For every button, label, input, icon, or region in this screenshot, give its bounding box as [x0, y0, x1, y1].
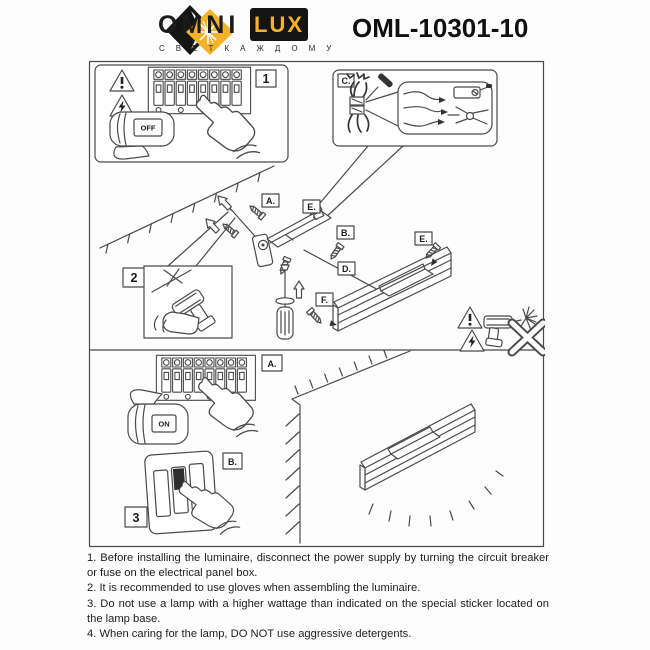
partA-label: A.: [266, 196, 275, 206]
step3-number-box: [124, 506, 148, 528]
brand-lux-badge: LUX: [250, 8, 308, 41]
step1-power-off-panel: OFF 1: [94, 64, 289, 163]
partE-label: E.: [419, 234, 428, 244]
instructions-list: 1. Before installing the luminaire, disc…: [87, 551, 549, 642]
installed-lamp-scene: [285, 349, 504, 544]
step2-number: 2: [131, 271, 138, 285]
partF-label: F.: [321, 295, 328, 305]
insert-arrow-icon: [293, 280, 305, 299]
screw-icon: [306, 306, 325, 327]
step1-number-box: [255, 69, 277, 88]
partD-label: D.: [342, 264, 351, 274]
stepB-label-box: [222, 452, 243, 470]
partB-label: B.: [341, 228, 350, 238]
mounting-assembly: A. E. B. D.: [201, 191, 452, 340]
on-switch-label: ON: [158, 420, 169, 429]
brand-omni-text: OMNI: [158, 11, 240, 39]
partF-label-box: [315, 292, 334, 307]
drill-hand-icon: [162, 311, 200, 335]
step1-number: 1: [263, 72, 270, 86]
warning-exclamation-icon: [456, 305, 484, 330]
stepA-label-box: [261, 354, 283, 372]
stepA-label: A.: [268, 359, 277, 369]
instruction-item: 1. Before installing the luminaire, disc…: [87, 552, 549, 580]
partE-label-box: [302, 199, 321, 214]
stepB-label: B.: [228, 457, 237, 467]
on-switch-icon: [127, 389, 189, 445]
off-switch-label: OFF: [141, 124, 156, 133]
step3-power-on: ON A. B. 3: [124, 354, 283, 539]
drill-mark-x-icon: [163, 268, 183, 287]
wall-lamp-icon: [359, 403, 476, 491]
partB-label-box: [336, 225, 355, 240]
wall-edge-hatching: [99, 165, 275, 254]
wire-bundle-icon: [346, 72, 370, 133]
warning-electric-icon: [459, 329, 485, 352]
omnilux-logo-icon: [166, 5, 234, 55]
no-drill-warning: [456, 305, 545, 357]
pliers-icon: [447, 106, 489, 125]
screw-icon: [327, 241, 345, 262]
light-rays-icon: [368, 470, 504, 527]
instruction-item: 3. Do not use a lamp with a higher watta…: [87, 597, 549, 625]
screwdriver-icon: [275, 264, 295, 340]
brand-lux-text: LUX: [254, 11, 304, 37]
partD-label-box: [337, 261, 356, 276]
drill-icon: [483, 315, 522, 348]
instruction-item: 4. When caring for the lamp, DO NOT use …: [87, 628, 412, 641]
partE-label-box: [414, 231, 433, 246]
partE-label: E.: [307, 202, 316, 212]
step2-drilling-panel: 2: [122, 211, 236, 339]
model-number: OML-10301-10: [352, 13, 529, 43]
partA-label-box: [261, 193, 280, 208]
terminal-block-icon: [453, 84, 492, 99]
screwdriver-small-icon: [365, 73, 393, 101]
stepC-wiring-panel: C.: [309, 69, 498, 220]
drill-icon: [165, 289, 216, 332]
installation-diagram: OFF 1 C.: [88, 60, 545, 548]
brand-tagline: С В Е Т К А Ж Д О М У: [159, 44, 336, 53]
diagram-outer-frame: [88, 60, 545, 548]
wiring-detail-bubble: [397, 81, 493, 135]
sparks-icon: [519, 306, 539, 331]
partC-label: C.: [342, 76, 351, 86]
forbidden-x-icon: [507, 318, 545, 357]
step3-number: 3: [133, 511, 140, 525]
mounting-bracket-icon: [251, 204, 332, 268]
off-switch-icon: [109, 111, 175, 160]
instruction-item: 2. It is recommended to use gloves when …: [87, 582, 421, 595]
brand-name: OMNI: [158, 8, 318, 42]
header: OMNI LUX С В Е Т К А Ж Д О М У OML-10301…: [0, 0, 650, 60]
